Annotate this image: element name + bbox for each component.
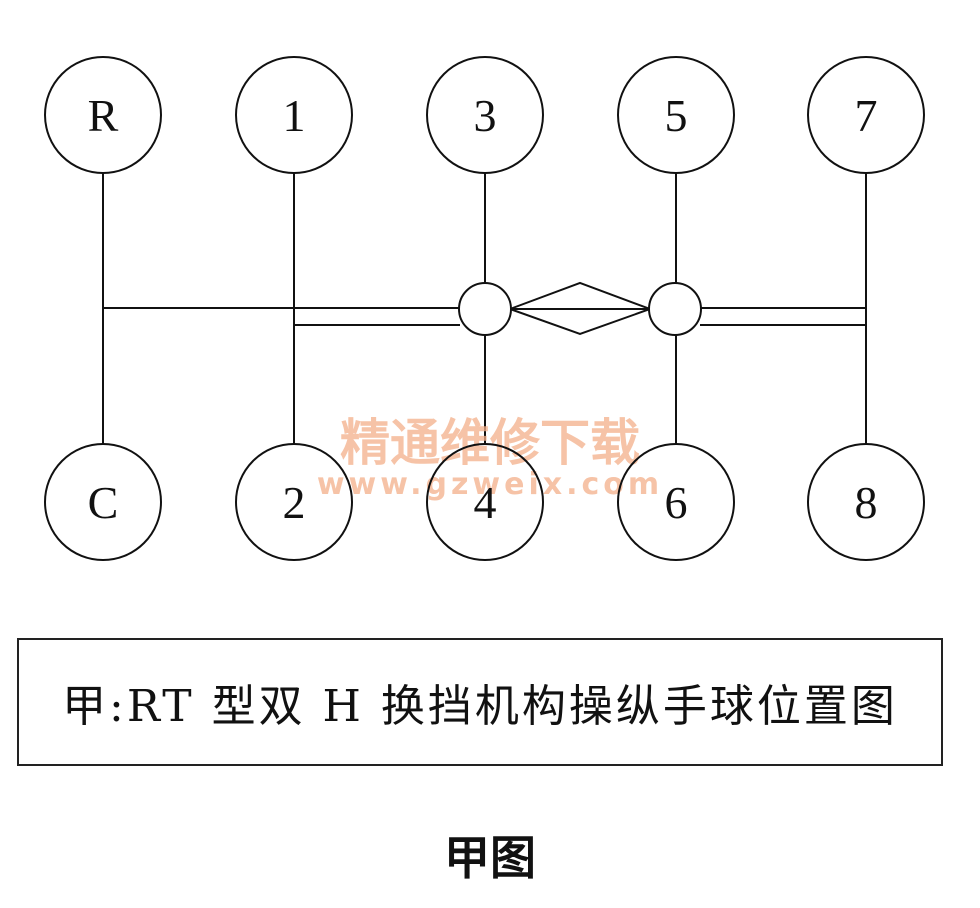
- gear-circle-2: [235, 443, 353, 561]
- gear-circle-c: [44, 443, 162, 561]
- gear-label-bottom-0: C: [88, 477, 119, 528]
- gear-circle-6: [617, 443, 735, 561]
- gear-circle-7: [807, 56, 925, 174]
- gear-label-top-1: 1: [283, 90, 306, 141]
- gear-circle-4: [426, 443, 544, 561]
- gear-label-bottom-3: 6: [665, 477, 688, 528]
- neutral-knob-right: [648, 282, 702, 336]
- gear-label-top-0: R: [88, 90, 119, 141]
- gear-label-bottom-4: 8: [855, 477, 878, 528]
- gear-label-bottom-2: 4: [474, 477, 497, 528]
- shift-pattern-diagram: 精通维修下载 www.gzweix.com R 1 3 5 7 C 2 4 6 …: [44, 56, 925, 561]
- gear-circle-3: [426, 56, 544, 174]
- gear-label-top-3: 5: [665, 90, 688, 141]
- gear-label-bottom-1: 2: [283, 477, 306, 528]
- gear-circle-r: [44, 56, 162, 174]
- caption-box: 甲:RT 型双 H 换挡机构操纵手球位置图: [17, 638, 943, 766]
- watermark-name: 精通维修下载: [340, 414, 640, 472]
- gear-circle-1: [235, 56, 353, 174]
- gear-label-top-4: 7: [855, 90, 878, 141]
- neutral-knob-left: [458, 282, 512, 336]
- gear-circle-8: [807, 443, 925, 561]
- watermark-url: www.gzweix.com: [317, 467, 663, 502]
- gear-circle-5: [617, 56, 735, 174]
- gear-label-top-2: 3: [474, 90, 497, 141]
- figure-title: 甲图: [444, 831, 536, 885]
- caption-text: 甲:RT 型双 H 换挡机构操纵手球位置图: [62, 681, 898, 732]
